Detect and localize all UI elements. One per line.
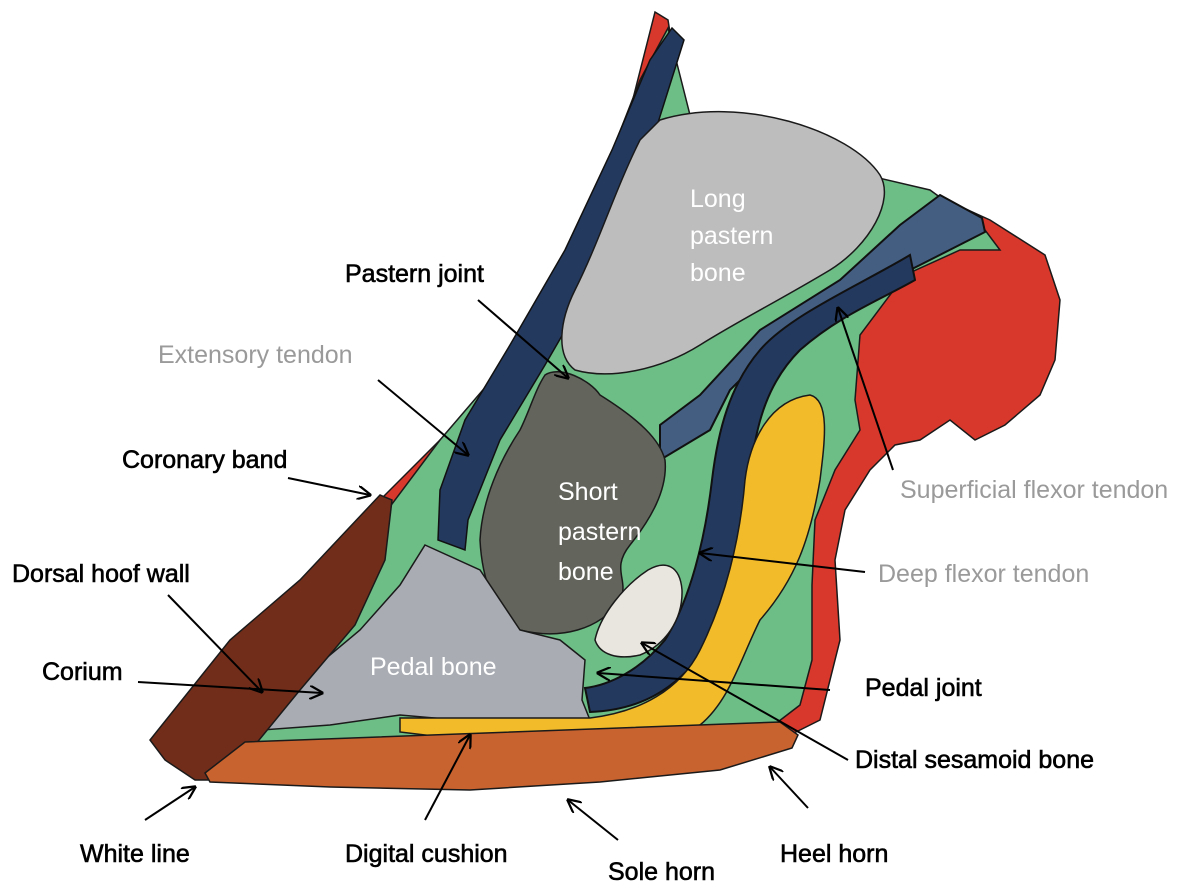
long-pastern-bone-label-line1: Long xyxy=(690,185,746,213)
label-sole-horn: Sole horn xyxy=(608,858,715,886)
label-dorsal-hoof-wall: Dorsal hoof wall xyxy=(12,560,190,588)
arrow-extensory-tendon xyxy=(378,380,468,455)
label-corium: Corium xyxy=(42,658,123,686)
label-extensory-tendon: Extensory tendon xyxy=(158,341,353,369)
label-pedal-joint: Pedal joint xyxy=(865,674,982,702)
label-white-line: White line xyxy=(80,840,190,868)
arrow-white-line xyxy=(145,787,195,820)
label-heel-horn: Heel horn xyxy=(780,840,888,868)
label-pastern-joint: Pastern joint xyxy=(345,260,484,288)
long-pastern-bone-label-line2: pastern xyxy=(690,222,773,250)
label-deep-flexor-tendon: Deep flexor tendon xyxy=(878,560,1089,588)
label-superficial-flexor-tendon: Superficial flexor tendon xyxy=(900,476,1168,504)
label-distal-sesamoid-bone: Distal sesamoid bone xyxy=(855,746,1094,774)
short-pastern-bone-label-line2: pastern xyxy=(558,518,641,546)
arrow-coronary-band xyxy=(288,478,370,495)
long-pastern-bone-label-line3: bone xyxy=(690,259,746,287)
pedal-bone-label: Pedal bone xyxy=(370,653,497,681)
arrow-heel-horn xyxy=(770,767,808,808)
short-pastern-bone-label-line1: Short xyxy=(558,478,618,506)
short-pastern-bone-label-line3: bone xyxy=(558,558,614,586)
label-coronary-band: Coronary band xyxy=(122,446,287,474)
arrow-sole-horn xyxy=(568,800,618,840)
label-digital-cushion: Digital cushion xyxy=(345,840,508,868)
